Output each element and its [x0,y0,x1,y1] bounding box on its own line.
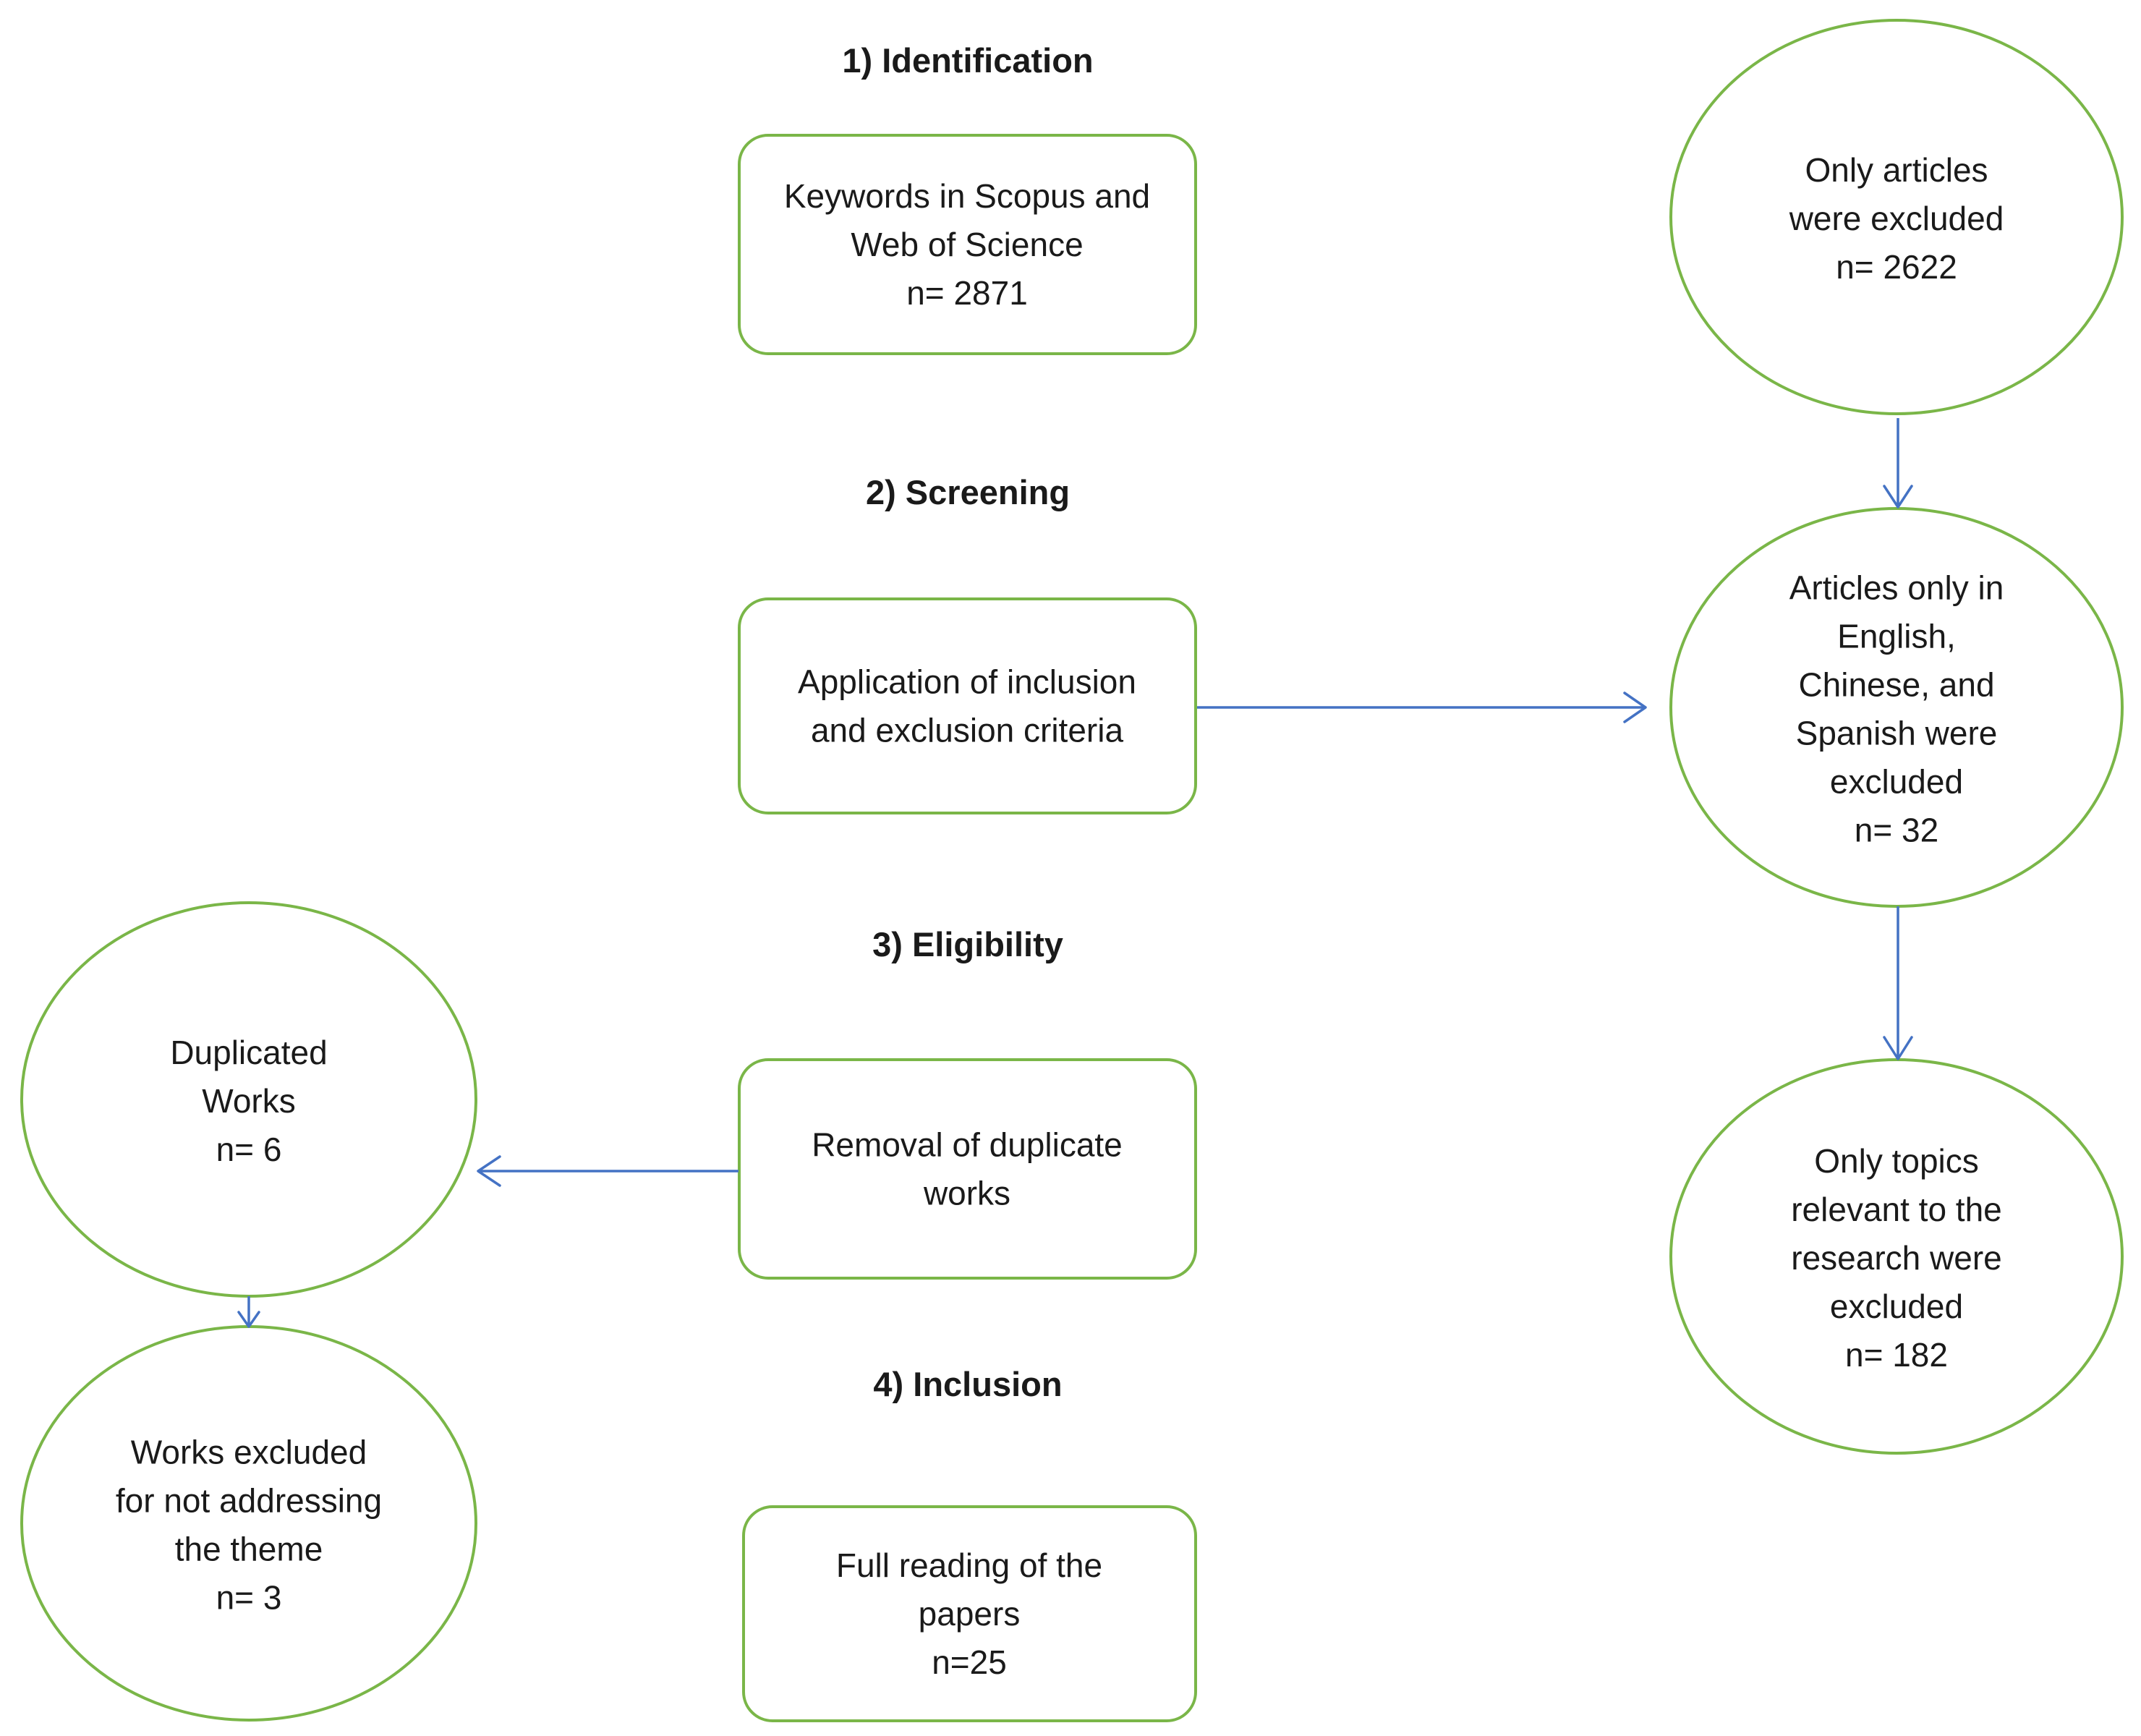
node-text-line: n= 182 [1845,1336,1948,1374]
node-text-line: for not addressing [116,1482,382,1520]
node-text-line: n= 2622 [1836,248,1957,286]
node-text-line: Full reading of the [836,1546,1102,1584]
stage-title-identification: 1) Identification [842,41,1093,80]
node-text-line: papers [919,1595,1021,1633]
node-text-line: were excluded [1789,200,2004,237]
node-text-line: relevant to the [1791,1191,2002,1228]
node-text-line: Articles only in [1789,569,2004,607]
node-text-line: Works [202,1082,296,1120]
node-text-line: excluded [1830,1288,1963,1325]
node-text-line: works [923,1175,1010,1212]
circle-topics-text: Only topics relevant to the research were e… [1791,1142,2002,1374]
circle-only-articles-text: Only articles were excluded n= 2622 [1789,151,2004,286]
node-text-line: research were [1791,1239,2001,1277]
box-full-reading-border [742,1505,1197,1722]
node-text-line: n= 6 [216,1131,282,1168]
box-removal-text: Removal of duplicate works [812,1126,1123,1212]
circle-not-addressing: Works excluded for not addressing the them… [20,1325,477,1722]
node-text-line: n= 2871 [906,274,1028,312]
arrow-duplicated-to-not-addressing [237,1296,260,1328]
node-text-line: and exclusion criteria [811,712,1124,749]
node-text-line: Only topics [1814,1142,1979,1180]
node-text-line: Duplicated [170,1034,327,1071]
node-text-line: n=25 [932,1643,1007,1681]
node-text-line: Application of inclusion [798,663,1136,701]
node-text-line: Chinese, and [1798,666,1994,704]
node-text-line: Spanish were [1796,715,1998,752]
box-removal-border [738,1058,1197,1280]
circle-only-articles-border [1669,19,2124,415]
box-full-reading-text: Full reading of the papers n=25 [836,1546,1102,1681]
circle-not-addressing-text: Works excluded for not addressing the them… [116,1434,382,1617]
box-removal: Removal of duplicate works [738,1058,1197,1280]
node-text-line: excluded [1830,763,1963,801]
node-text-line: Web of Science [851,226,1083,263]
arrow-removal-to-duplicated [477,1155,739,1187]
arrow-only-articles-to-languages [1883,418,1913,509]
box-criteria: Application of inclusion and exclusion cr… [738,597,1197,814]
circle-topics-border [1669,1058,2124,1455]
node-text-line: Only articles [1805,151,1988,189]
circle-not-addressing-border [20,1325,477,1722]
circle-only-articles: Only articles were excluded n= 2622 [1669,19,2124,415]
node-text-line: Works excluded [131,1434,367,1471]
box-keywords-border [738,134,1197,355]
node-text-line: n= 3 [216,1579,282,1617]
node-text-line: n= 32 [1855,812,1938,849]
circle-languages-border [1669,507,2124,908]
stage-title-screening: 2) Screening [866,473,1070,511]
arrow-criteria-to-languages [1197,692,1647,723]
node-text-line: Keywords in Scopus and [784,177,1150,215]
arrow-languages-to-topics [1883,906,1913,1060]
box-criteria-border [738,597,1197,814]
node-text-line: Removal of duplicate [812,1126,1123,1164]
stage-title-inclusion: 4) Inclusion [873,1365,1062,1403]
node-text-line: the theme [175,1531,323,1568]
box-criteria-text: Application of inclusion and exclusion cr… [798,663,1136,749]
circle-topics: Only topics relevant to the research were e… [1669,1058,2124,1455]
box-full-reading: Full reading of the papers n=25 [742,1505,1197,1722]
node-text-line: English, [1837,618,1956,655]
stage-title-eligibility: 3) Eligibility [872,925,1063,963]
